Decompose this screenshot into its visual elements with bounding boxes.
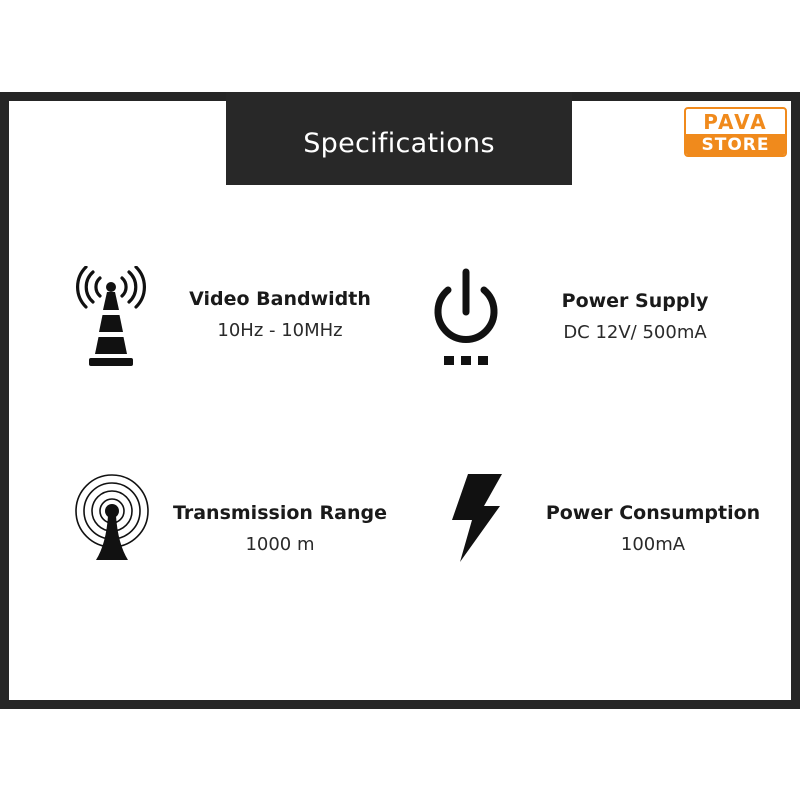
spec-value: 10Hz - 10MHz xyxy=(217,320,343,341)
broadcast-tower-icon xyxy=(75,474,149,560)
power-icon xyxy=(434,268,498,365)
spec-value: 1000 m xyxy=(245,534,315,555)
spec-label: Power Consumption xyxy=(545,502,761,524)
logo-line-2: STORE xyxy=(686,134,785,155)
spec-value: DC 12V/ 500mA xyxy=(563,322,707,343)
spec-value: 100mA xyxy=(620,534,686,555)
spec-label: Video Bandwidth xyxy=(189,288,371,310)
spec-video-bandwidth: Video Bandwidth 10Hz - 10MHz xyxy=(170,288,390,341)
spec-transmission-range: Transmission Range 1000 m xyxy=(160,502,400,555)
lightning-bolt-icon xyxy=(452,474,502,562)
page-title: Specifications xyxy=(303,128,495,159)
antenna-tower-icon xyxy=(76,266,146,366)
logo-line-1: PAVA xyxy=(703,110,768,134)
spec-power-supply: Power Supply DC 12V/ 500mA xyxy=(540,290,730,343)
brand-logo: PAVA STORE xyxy=(684,107,787,157)
title-banner: Specifications xyxy=(226,92,572,185)
spec-power-consumption: Power Consumption 100mA xyxy=(538,502,768,555)
spec-label: Power Supply xyxy=(561,290,709,312)
spec-label: Transmission Range xyxy=(172,502,387,524)
